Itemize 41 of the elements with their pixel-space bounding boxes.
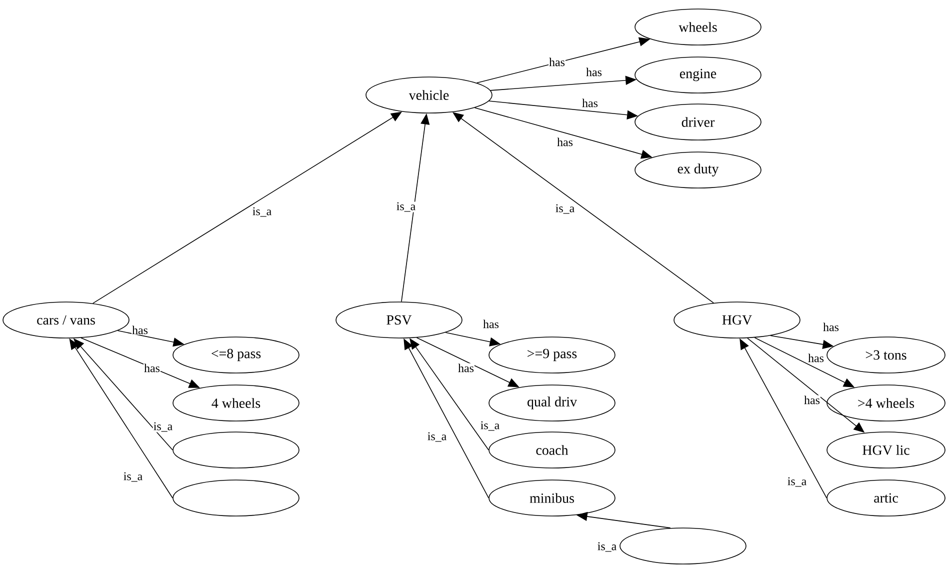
ellipse-node: cars / vans (2, 302, 130, 338)
edge-label: is_a (480, 420, 500, 432)
edge-label: has (556, 137, 574, 147)
ellipse-node: HGV (674, 302, 800, 338)
edge-label: is_a (252, 206, 272, 218)
edge-label: is_a (426, 432, 448, 442)
ellipse-node: minibus (488, 480, 616, 516)
ellipse-node: <=8 pass (172, 336, 300, 374)
empty-ellipse (620, 528, 746, 564)
ellipse-node: PSV (336, 302, 462, 338)
edge-label: is_a (554, 204, 576, 214)
ellipse-node: wheels (634, 8, 762, 46)
edge-label: has (458, 363, 474, 373)
empty-ellipse (172, 480, 300, 516)
ellipse-node: vehicle (366, 76, 492, 114)
edge-label: has (586, 67, 602, 77)
edge-label: has (482, 319, 500, 329)
ellipse-node: 4 wheels (172, 384, 300, 422)
ellipse-node: >4 wheels (826, 384, 946, 422)
empty-ellipse (172, 432, 300, 468)
edge-label: has (822, 322, 840, 332)
ellipse-node: driver (634, 104, 762, 140)
edge-label: is_a (152, 422, 174, 432)
edge-label: has (808, 353, 824, 363)
edge-label: has (804, 395, 820, 405)
ellipse-node: HGV lic (826, 432, 946, 468)
edge-label: has (144, 363, 160, 373)
edge-label: has (132, 325, 148, 335)
ellipse-node: coach (488, 432, 616, 468)
ellipse-node: >=9 pass (488, 336, 616, 374)
edge-label: has (548, 57, 566, 67)
ellipse-node: ex duty (634, 152, 762, 188)
ellipse-node: engine (634, 56, 762, 94)
edge-label: has (582, 98, 598, 108)
edge-label: is_a (122, 472, 144, 482)
edge-label: is_a (786, 476, 808, 488)
ellipse-node: >3 tons (826, 336, 946, 374)
edge-label: is_a (596, 542, 618, 552)
ellipse-node: artic (826, 480, 946, 516)
ellipse-node: qual driv (488, 384, 616, 422)
edge-label: is_a (396, 202, 416, 212)
